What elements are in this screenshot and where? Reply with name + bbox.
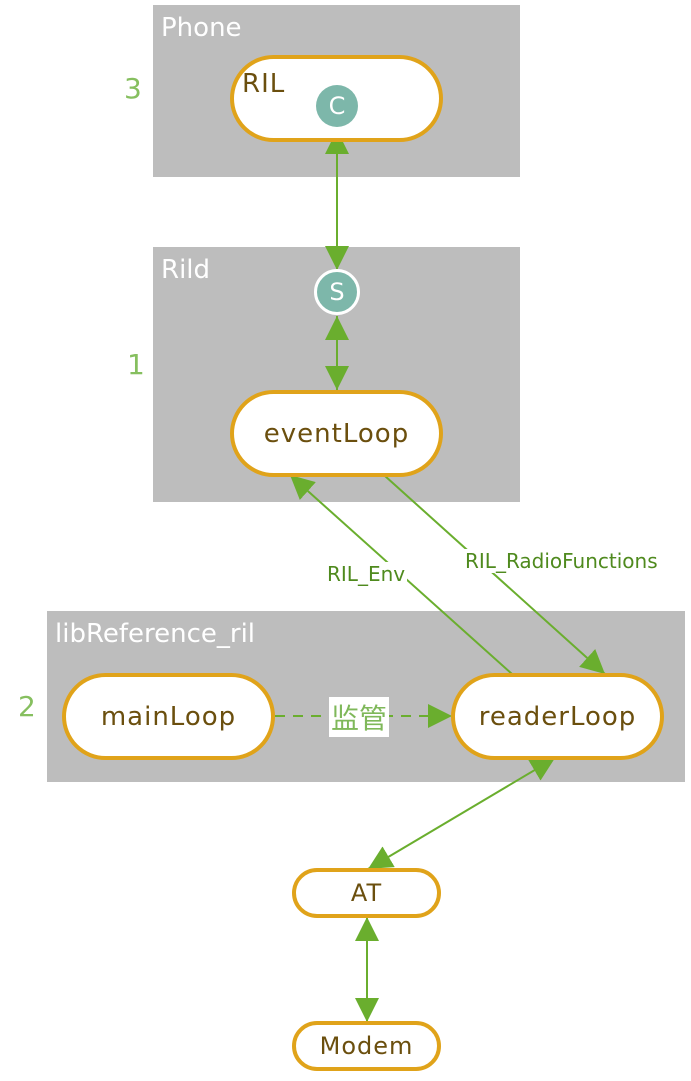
edge-label-supervise: 监管 xyxy=(329,697,390,737)
port-server-s[interactable]: S xyxy=(314,269,360,315)
port-client-label: C xyxy=(328,92,346,120)
edge-readerloop-to-at xyxy=(367,757,556,870)
port-server-label: S xyxy=(329,278,345,306)
port-client-c[interactable]: C xyxy=(316,85,358,127)
node-readerloop-label: readerLoop xyxy=(478,701,637,732)
edge-label-ril-env: RIL_Env xyxy=(325,562,408,586)
group-libreference-ril-title: libReference_ril xyxy=(55,619,256,649)
node-at[interactable]: AT xyxy=(292,868,441,918)
node-ril-label: RIL xyxy=(242,69,286,99)
layer-number-rild: 1 xyxy=(127,348,145,381)
group-rild-title: Rild xyxy=(161,255,211,285)
node-mainloop-label: mainLoop xyxy=(100,701,237,732)
node-modem-label: Modem xyxy=(319,1032,414,1060)
node-modem[interactable]: Modem xyxy=(292,1021,441,1071)
node-eventloop-label: eventLoop xyxy=(263,418,410,449)
node-mainloop[interactable]: mainLoop xyxy=(62,673,275,760)
group-phone-title: Phone xyxy=(161,13,242,43)
node-eventloop[interactable]: eventLoop xyxy=(230,390,443,477)
edge-label-ril-radiofunctions: RIL_RadioFunctions xyxy=(463,549,660,573)
layer-number-phone: 3 xyxy=(124,72,142,105)
layer-number-libreference-ril: 2 xyxy=(18,690,36,723)
node-readerloop[interactable]: readerLoop xyxy=(451,673,664,760)
edge-eventloop-to-readerloop-radiofunctions xyxy=(384,475,606,675)
node-at-label: AT xyxy=(350,879,383,907)
